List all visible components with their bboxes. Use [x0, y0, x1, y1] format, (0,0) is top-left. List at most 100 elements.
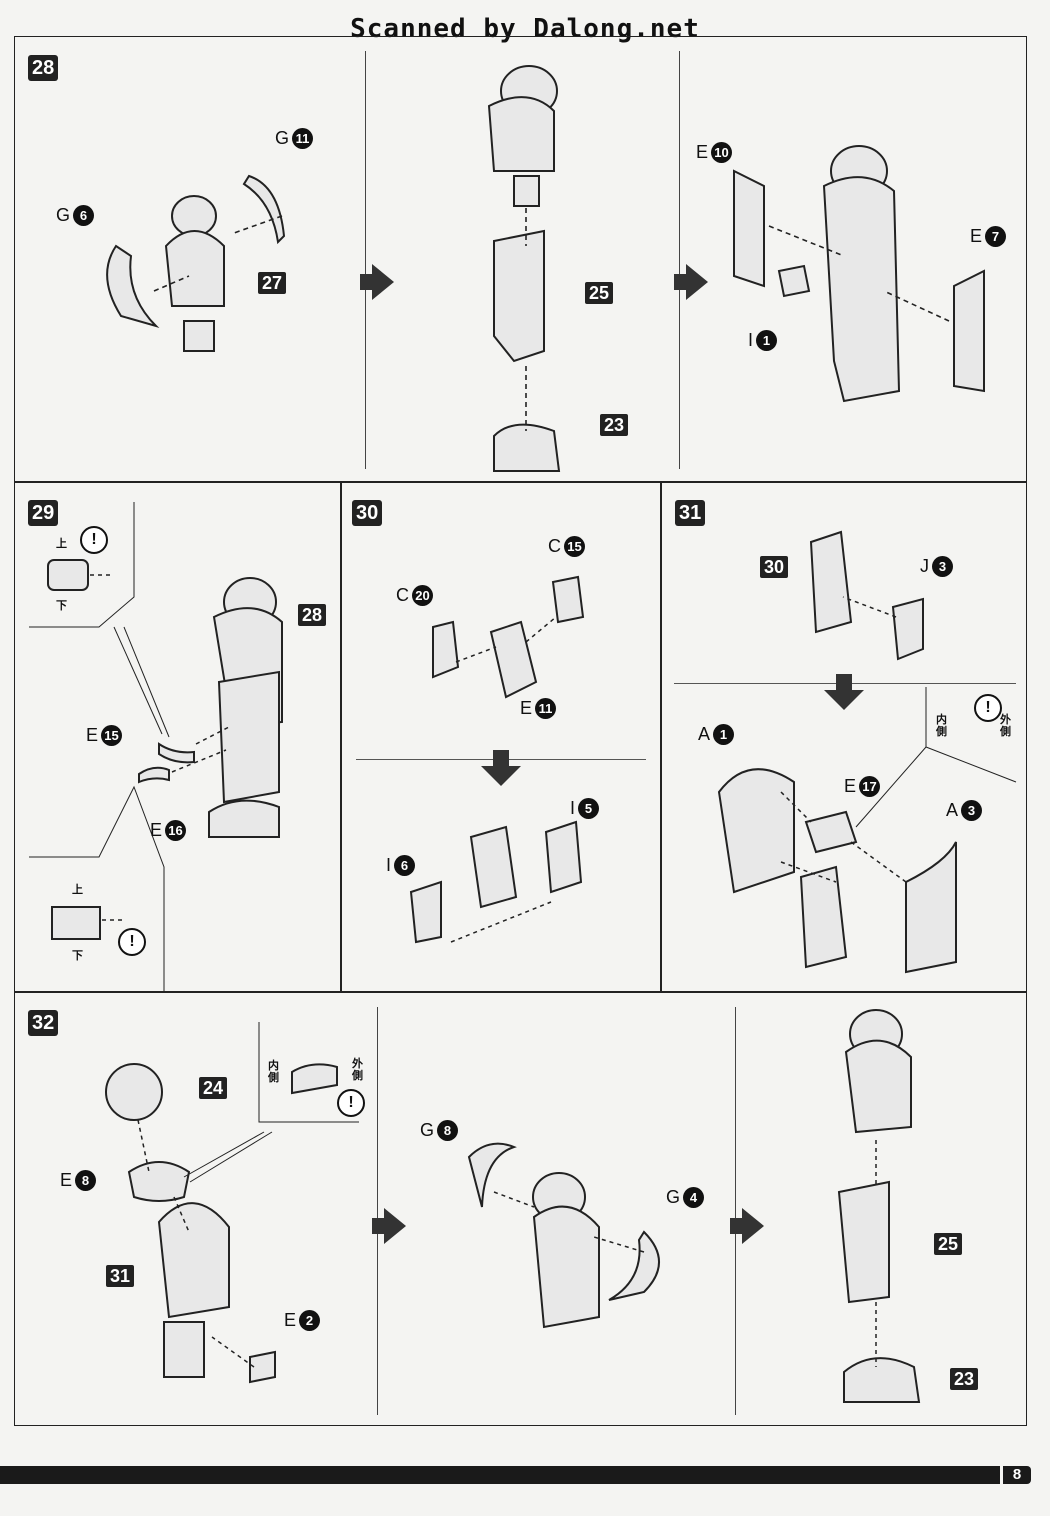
j3-part	[891, 597, 924, 661]
step-29-diagram	[29, 502, 283, 992]
part-letter: G	[56, 205, 71, 225]
part-letter: I	[386, 855, 392, 875]
forearm-25	[493, 229, 545, 363]
outer-side-label: 外側	[1000, 714, 1011, 738]
warning-icon: !	[118, 928, 146, 956]
assembled-shell	[532, 1205, 600, 1329]
inner-side-label: 内側	[936, 714, 947, 738]
divider	[365, 51, 366, 469]
part-number: 11	[535, 698, 557, 719]
arm-joint-2	[513, 175, 540, 207]
next-arrow	[674, 264, 708, 300]
upper-arm-lower	[183, 320, 215, 352]
part-letter: E	[844, 776, 857, 796]
part-letter: G	[666, 1187, 681, 1207]
part-letter: I	[570, 798, 576, 818]
g4-part	[608, 1230, 660, 1301]
i6-part	[409, 880, 442, 944]
e2-part	[249, 1350, 276, 1384]
part-number: 6	[73, 205, 95, 226]
part-number: 11	[292, 128, 314, 149]
step-28-diagram	[106, 65, 985, 472]
a1-part	[717, 768, 795, 894]
part-letter: G	[420, 1120, 435, 1140]
part-letter: I	[748, 330, 754, 350]
final-shell	[844, 1039, 912, 1134]
part-letter: E	[284, 1310, 297, 1330]
part-letter: E	[696, 142, 709, 162]
next-arrow	[481, 750, 521, 786]
arm-shell-2	[487, 96, 555, 172]
callout-24: 24	[199, 1077, 228, 1099]
upper-arm-31	[157, 1202, 230, 1319]
part-number: 1	[713, 724, 735, 745]
next-arrow	[824, 674, 864, 710]
outer-side-label: 外側	[352, 1058, 363, 1082]
part-letter: E	[60, 1170, 73, 1190]
part-number: 15	[101, 725, 123, 746]
upper-arm-dome	[171, 195, 217, 237]
e17-part	[804, 810, 858, 854]
callout-28: 28	[298, 604, 327, 626]
next-arrow	[730, 1208, 764, 1244]
e11-part	[489, 620, 538, 699]
part-number: 20	[412, 585, 433, 606]
step-32-panel	[14, 992, 1027, 1426]
part-letter: E	[520, 698, 533, 718]
callout-25: 25	[585, 282, 614, 304]
part-number: 8	[437, 1120, 459, 1141]
callout-31: 31	[106, 1265, 135, 1287]
joint-30	[809, 530, 853, 634]
step-31-diagram	[717, 530, 1017, 974]
callout-30: 30	[760, 556, 789, 578]
divider	[735, 1007, 736, 1415]
g6-part	[106, 244, 160, 329]
part-letter: A	[698, 724, 711, 744]
part-number: 7	[985, 226, 1007, 247]
down-label: 下	[72, 950, 83, 962]
callout-25: 25	[934, 1233, 963, 1255]
part-number: 3	[932, 556, 953, 577]
part-number: 2	[299, 1310, 321, 1331]
part-letter: C	[548, 536, 561, 556]
orientation-part-top	[47, 559, 89, 591]
step-number: 29	[28, 500, 59, 526]
warning-icon: !	[974, 694, 1002, 722]
warning-icon: !	[80, 526, 108, 554]
warning-icon: !	[337, 1089, 365, 1117]
part-number: 6	[394, 855, 416, 876]
step-number: 31	[675, 500, 706, 526]
step-32-diagram	[105, 1009, 921, 1403]
inner-side-label: 内側	[268, 1060, 279, 1084]
step-29-panel	[14, 482, 341, 992]
e7-part	[953, 269, 985, 393]
step-number: 30	[352, 500, 383, 526]
ball-24	[105, 1063, 163, 1121]
step-number: 32	[28, 1010, 59, 1036]
forearm	[217, 670, 280, 804]
up-label: 上	[72, 884, 83, 896]
next-arrow	[360, 264, 394, 300]
i5-part	[544, 820, 583, 894]
part-number: 3	[961, 800, 983, 821]
part-number: 1	[756, 330, 778, 351]
callout-27: 27	[258, 272, 287, 294]
callout-23: 23	[600, 414, 629, 436]
step-number: 28	[28, 55, 59, 81]
next-arrow	[372, 1208, 406, 1244]
